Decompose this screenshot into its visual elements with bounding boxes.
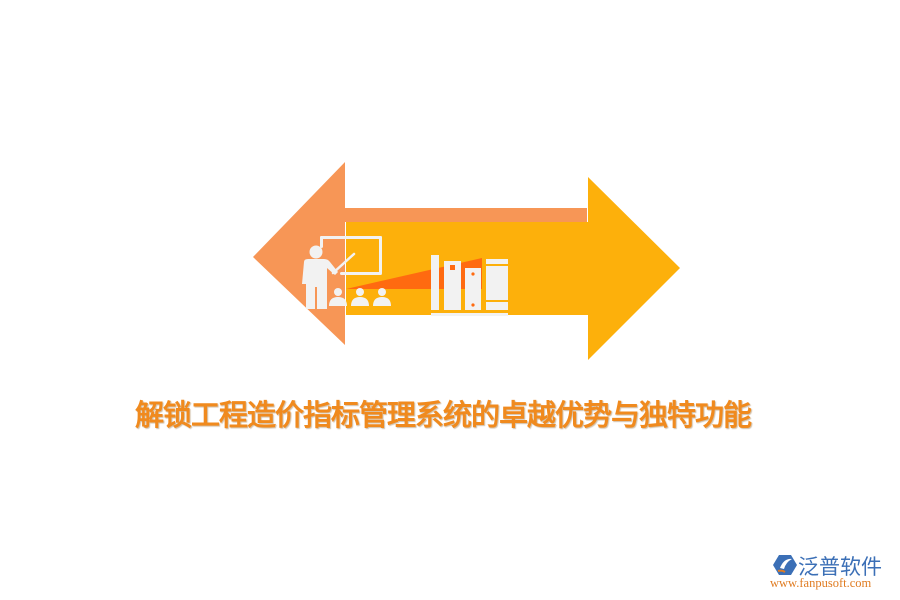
logo-url: www.fanpusoft.com bbox=[770, 576, 872, 590]
books-on-shelf-icon bbox=[431, 255, 508, 316]
right-arrow bbox=[346, 177, 680, 360]
teacher-presentation-icon bbox=[302, 236, 391, 309]
logo-name: 泛普软件 bbox=[798, 555, 882, 579]
page-title: 解锁工程造价指标管理系统的卓越优势与独特功能 bbox=[135, 398, 752, 432]
fanpu-logo-icon bbox=[773, 555, 797, 575]
brand-logo[interactable]: 泛普软件 www.fanpusoft.com bbox=[768, 551, 898, 591]
